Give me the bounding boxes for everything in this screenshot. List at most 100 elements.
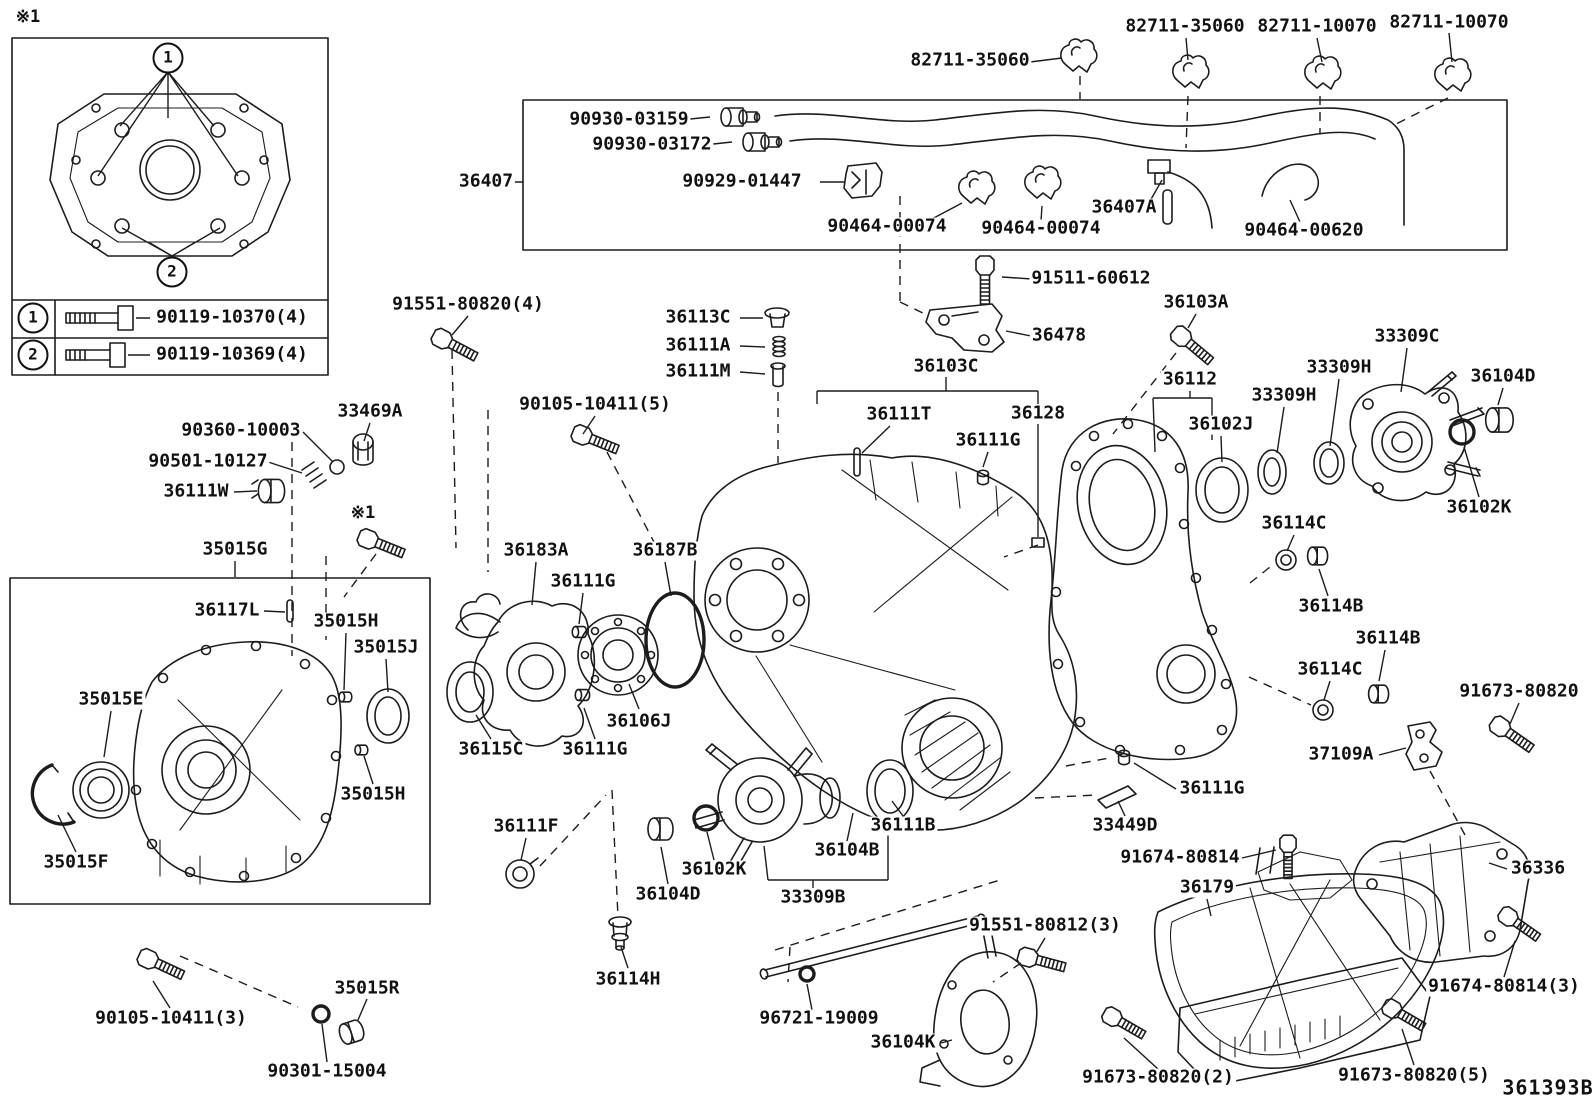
part-label: 90105-10411(3)	[93, 1007, 249, 1029]
part-label: 36114C	[1295, 658, 1365, 680]
part-label: 35015J	[351, 636, 421, 658]
part-label: 36111G	[548, 570, 618, 592]
part-label: 91551-80820(4)	[390, 293, 546, 315]
note-marker: ※1	[348, 503, 378, 524]
part-label: 90930-03172	[590, 133, 714, 155]
part-label: 36113C	[663, 306, 733, 328]
part-label: 33309H	[1249, 384, 1319, 406]
legend-part-number: 90119-10369(4)	[154, 343, 310, 365]
part-label: 35015H	[311, 610, 381, 632]
part-label: 90464-00074	[979, 217, 1103, 239]
part-label: 36179	[1177, 876, 1237, 898]
part-label: 82711-35060	[1123, 15, 1247, 37]
center-hardware	[765, 255, 1044, 547]
part-label: 91673-80820(5)	[1336, 1064, 1492, 1086]
part-label: 90360-10003	[179, 419, 303, 441]
part-label: 36114H	[593, 968, 663, 990]
legend-part-number: 90119-10370(4)	[154, 306, 310, 328]
part-label: 33449D	[1090, 814, 1160, 836]
part-label: 36478	[1029, 324, 1089, 346]
part-label: 90501-10127	[146, 450, 270, 472]
part-label: 36115C	[456, 738, 526, 760]
part-label: 36111F	[491, 815, 561, 837]
part-label: 36407	[456, 170, 516, 192]
part-label: 36114B	[1353, 627, 1423, 649]
legend-callout-2: 2	[17, 339, 49, 371]
callout-marker: 1	[152, 42, 184, 74]
part-label: 36103C	[911, 355, 981, 377]
part-label: 37109A	[1306, 743, 1376, 765]
part-label: 36114B	[1296, 595, 1366, 617]
part-label: 36407A	[1089, 196, 1159, 218]
part-label: 36102J	[1186, 413, 1256, 435]
part-label: 36114C	[1259, 512, 1329, 534]
part-label: 90301-15004	[265, 1060, 389, 1082]
legend-callout-1: 1	[17, 302, 49, 334]
part-label: 36104D	[633, 883, 703, 905]
part-label: 91551-80812(3)	[967, 914, 1123, 936]
part-label: 36106J	[604, 710, 674, 732]
part-label: 33309B	[778, 886, 848, 908]
part-label: 91511-60612	[1029, 267, 1153, 289]
part-label: 36111B	[868, 814, 938, 836]
part-label: 82711-10070	[1387, 11, 1511, 33]
tube-assembly-box	[523, 100, 1507, 250]
part-label: 91674-80814(3)	[1426, 975, 1582, 997]
part-label: 33309C	[1372, 325, 1442, 347]
part-label: 35015F	[41, 851, 111, 873]
note-marker: ※1	[13, 7, 43, 28]
part-label: 36111M	[663, 360, 733, 382]
part-label: 36111A	[663, 334, 733, 356]
part-label: 91673-80820(2)	[1080, 1066, 1236, 1088]
extension-housing-box	[10, 578, 430, 904]
part-label: 91673-80820	[1457, 680, 1581, 702]
transfer-case	[694, 454, 1136, 830]
part-label: 36117L	[192, 599, 262, 621]
part-label: 36187B	[630, 539, 700, 561]
part-label: 36111G	[953, 429, 1023, 451]
part-label: 36112	[1160, 368, 1220, 390]
part-label: 35015R	[332, 977, 402, 999]
part-label: 90929-01447	[680, 170, 804, 192]
part-label: 96721-19009	[757, 1007, 881, 1029]
inset-panel	[12, 38, 328, 375]
bottom-left-hardware	[134, 945, 367, 1047]
part-label: 36111G	[1177, 777, 1247, 799]
callout-marker: 2	[156, 256, 188, 288]
part-label: 82711-10070	[1255, 15, 1379, 37]
part-label: 90464-00620	[1242, 219, 1366, 241]
part-label: 36336	[1508, 857, 1568, 879]
diagram-code: 361393B	[1500, 1077, 1592, 1099]
part-label: 90105-10411(5)	[517, 393, 673, 415]
part-label: 35015H	[338, 783, 408, 805]
part-label: 36111T	[864, 403, 934, 425]
part-label: 36102K	[679, 858, 749, 880]
part-label: 90464-00074	[825, 215, 949, 237]
part-label: 90930-03159	[567, 108, 691, 130]
chain-cover-group	[694, 322, 1538, 830]
part-label: 91674-80814	[1118, 846, 1242, 868]
part-label: 36104D	[1468, 365, 1538, 387]
part-label: 36102K	[1444, 496, 1514, 518]
part-label: 33469A	[335, 400, 405, 422]
dashed-leader-lines	[180, 76, 1465, 1007]
part-label: 33309H	[1304, 356, 1374, 378]
part-label: 36111G	[560, 738, 630, 760]
part-label: 36111W	[161, 480, 231, 502]
part-label: 36128	[1008, 402, 1068, 424]
part-label: 35015G	[200, 538, 270, 560]
part-label: 36103A	[1161, 291, 1231, 313]
output-flange-group	[506, 744, 913, 950]
shift-lever-group	[759, 913, 1068, 1086]
part-label: 36104B	[812, 839, 882, 861]
part-label: 82711-35060	[908, 49, 1032, 71]
left-hardware	[252, 325, 622, 563]
part-label: 36104K	[868, 1031, 938, 1053]
oil-pump-group	[447, 593, 704, 746]
part-label: 36183A	[501, 539, 571, 561]
part-label: 35015E	[76, 688, 146, 710]
guard-group	[1099, 823, 1544, 1086]
